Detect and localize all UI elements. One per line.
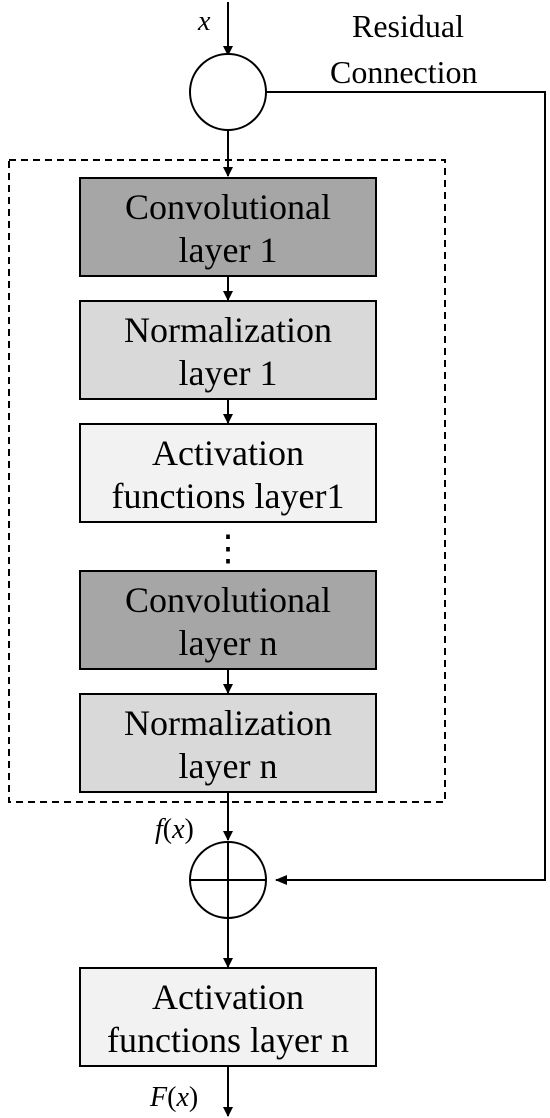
residual-connection-line bbox=[266, 91, 546, 885]
norm-layer-n-line2: layer n bbox=[179, 746, 278, 786]
residual-label-line1: Residual bbox=[352, 8, 464, 44]
split-node bbox=[189, 53, 267, 131]
ellipsis: ⋮ bbox=[210, 528, 246, 568]
conv-layer-n-line2: layer n bbox=[179, 623, 278, 663]
conv-layer-1-box bbox=[79, 177, 377, 277]
norm-layer-n-line1: Normalization bbox=[124, 703, 332, 743]
act-layer-n-line2: functions layer n bbox=[107, 1020, 349, 1060]
norm-layer-1-line1: Normalization bbox=[124, 310, 332, 350]
Fx-label: F(x) bbox=[149, 1082, 198, 1113]
Fx-label-var: x bbox=[175, 1082, 189, 1113]
conv-layer-n-line1: Convolutional bbox=[125, 580, 331, 620]
act-layer-1-line2: functions layer1 bbox=[112, 476, 345, 516]
act-layer-1-line1: Activation bbox=[152, 433, 304, 473]
conv-layer-n-box bbox=[79, 570, 377, 670]
fx-label-var: x bbox=[171, 814, 185, 845]
fx-label: f(x) bbox=[155, 814, 194, 845]
Fx-label-func: F bbox=[149, 1082, 168, 1113]
norm-layer-n-box bbox=[79, 693, 377, 793]
act-layer-1-box bbox=[79, 423, 377, 523]
norm-layer-1-line2: layer 1 bbox=[179, 353, 278, 393]
conv-layer-1-line2: layer 1 bbox=[179, 230, 278, 270]
conv-layer-1-line1: Convolutional bbox=[125, 187, 331, 227]
residual-label-line2: Connection bbox=[330, 54, 478, 90]
fx-label-open: ( bbox=[163, 814, 172, 845]
input-label: x bbox=[197, 6, 211, 37]
Fx-label-open: ( bbox=[167, 1082, 176, 1113]
act-layer-n-box bbox=[79, 967, 377, 1067]
Fx-label-close: ) bbox=[189, 1082, 198, 1113]
fx-label-close: ) bbox=[185, 814, 194, 845]
act-layer-n-line1: Activation bbox=[152, 977, 304, 1017]
fx-label-func: f bbox=[155, 814, 166, 845]
